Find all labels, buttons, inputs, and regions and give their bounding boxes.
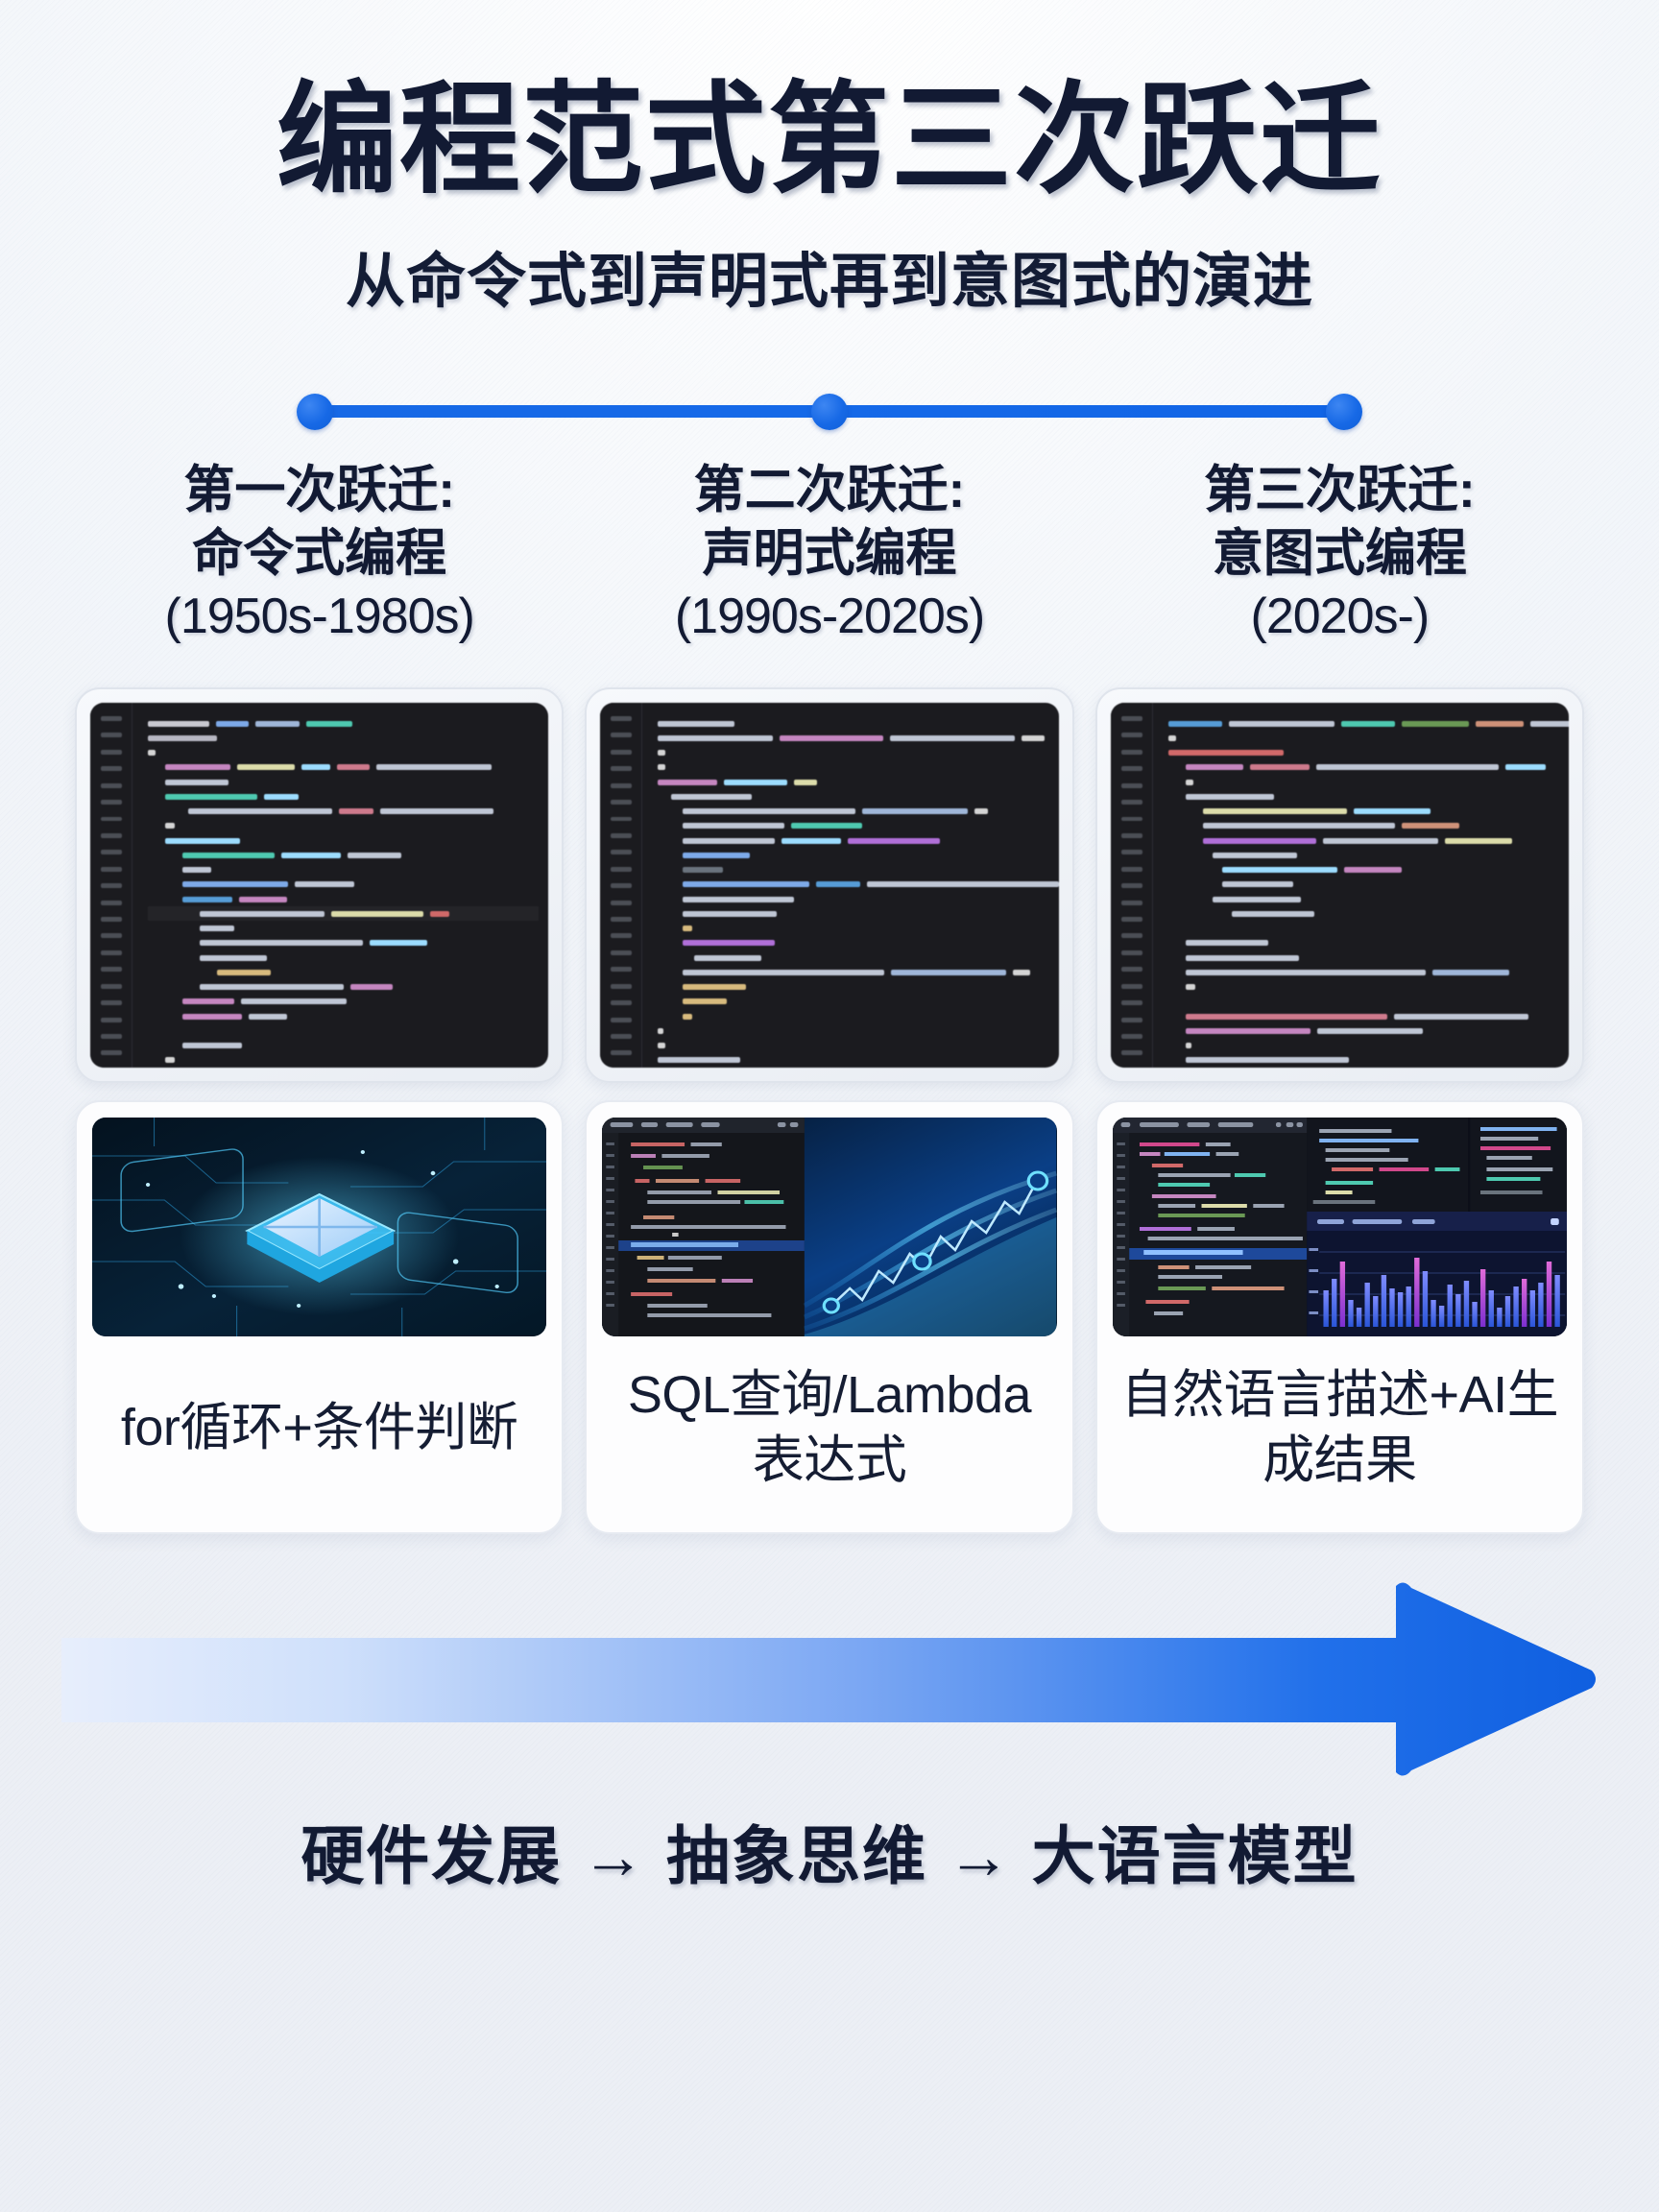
paradigm-name-2: 声明式编程 bbox=[702, 524, 957, 582]
stage-label-2: 第二次跃迁: bbox=[693, 462, 966, 519]
code-editor-mock-1 bbox=[90, 702, 549, 1068]
illustration-card-3: 自然语言描述+AI生成结果 bbox=[1094, 1099, 1584, 1534]
stage-headings: 第一次跃迁: 命令式编程 (1950s-1980s) 第二次跃迁: 声明式编程 … bbox=[0, 459, 1659, 647]
progress-arrow bbox=[0, 1578, 1659, 1780]
declarative-code-screenshot bbox=[585, 686, 1074, 1083]
line-number-gutter-2 bbox=[600, 702, 643, 1068]
paradigm-name-1: 命令式编程 bbox=[192, 524, 447, 582]
page-title: 编程范式第三次跃迁 bbox=[276, 72, 1382, 207]
caption-1: for循环+条件判断 bbox=[120, 1398, 518, 1456]
timeline-dot-stage-3 bbox=[1326, 394, 1362, 431]
caption-2: SQL查询/Lambda表达式 bbox=[627, 1365, 1032, 1489]
code-editor-mock-2 bbox=[600, 702, 1059, 1068]
paradigm-name-3: 意图式编程 bbox=[1212, 524, 1467, 582]
era-range-3: (2020s-) bbox=[1250, 588, 1431, 644]
ide-and-analytics-dashboard-image bbox=[1112, 1117, 1567, 1336]
imperative-code-screenshot bbox=[75, 686, 565, 1083]
cpu-chip-circuit-image bbox=[92, 1117, 547, 1336]
code-lines-1 bbox=[132, 703, 548, 1068]
code-lines-2 bbox=[642, 703, 1059, 1068]
page-subtitle: 从命令式到声明式再到意图式的演进 bbox=[345, 249, 1313, 316]
caption-3: 自然语言描述+AI生成结果 bbox=[1120, 1365, 1559, 1489]
timeline bbox=[297, 388, 1362, 431]
line-number-gutter-3 bbox=[1110, 702, 1153, 1068]
code-lines-3 bbox=[1153, 703, 1569, 1068]
timeline-dot-stage-2 bbox=[811, 394, 848, 431]
line-number-gutter-1 bbox=[90, 702, 132, 1068]
illustration-card-2: SQL查询/Lambda表达式 bbox=[585, 1099, 1074, 1534]
stage-heading-2: 第二次跃迁: 声明式编程 (1990s-2020s) bbox=[585, 459, 1073, 647]
illustration-card-1: for循环+条件判断 bbox=[75, 1099, 565, 1534]
stage-label-3: 第三次跃迁: bbox=[1204, 462, 1476, 519]
code-screenshot-row bbox=[0, 686, 1659, 1083]
stage-heading-3: 第三次跃迁: 意图式编程 (2020s-) bbox=[1095, 459, 1584, 647]
illustration-row: for循环+条件判断 bbox=[0, 1099, 1659, 1534]
stage-label-1: 第一次跃迁: bbox=[183, 462, 455, 519]
timeline-dot-stage-1 bbox=[297, 394, 333, 431]
evolution-drivers-text: 硬件发展 → 抽象思维 → 大语言模型 bbox=[301, 1819, 1358, 1891]
era-range-1: (1950s-1980s) bbox=[164, 588, 475, 644]
editor-and-rising-chart-image bbox=[602, 1117, 1057, 1336]
era-range-2: (1990s-2020s) bbox=[674, 588, 985, 644]
stage-heading-1: 第一次跃迁: 命令式编程 (1950s-1980s) bbox=[75, 459, 564, 647]
intentional-code-screenshot bbox=[1094, 686, 1584, 1083]
code-editor-mock-3 bbox=[1110, 702, 1569, 1068]
